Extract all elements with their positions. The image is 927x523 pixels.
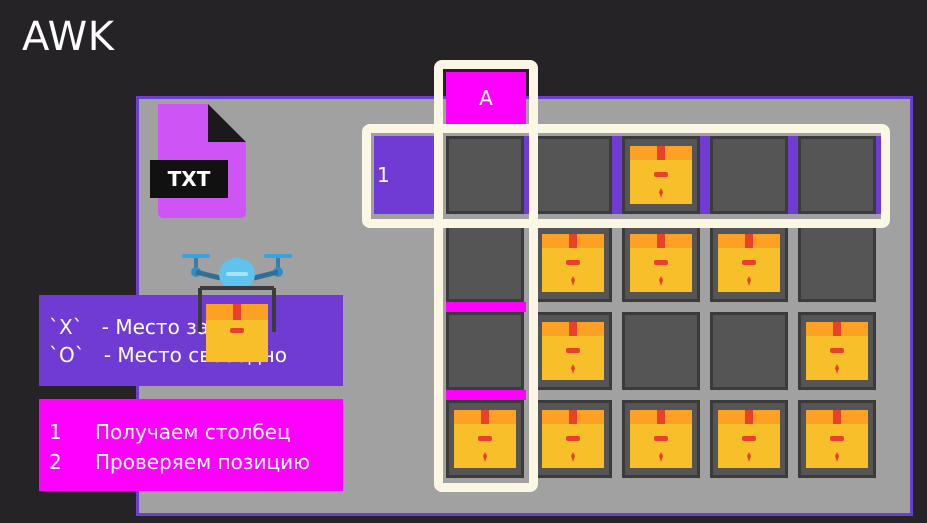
grid-cell-r2-c4 (710, 224, 788, 302)
file-type-label: TXT (168, 167, 211, 191)
drone-icon (182, 254, 292, 362)
legend-box: `X` - Место за `O` - Место свободно (39, 295, 343, 386)
column-highlight (434, 60, 538, 492)
grid-cell-r1-c1 (446, 136, 524, 214)
column-header-a: A (446, 72, 526, 124)
grid-cell-r2-c2 (534, 224, 612, 302)
column-a-band-2 (446, 390, 526, 400)
grid-cell-r4-c5 (798, 400, 876, 478)
grid-cell-r1-c2 (534, 136, 612, 214)
grid-cell-r3-c2 (534, 312, 612, 390)
grid-cell-r4-c4 (710, 400, 788, 478)
grid-cell-r4-c1 (446, 400, 524, 478)
legend-item-x: `X` - Место за (49, 315, 210, 339)
slide-title: AWK (22, 14, 115, 60)
grid-cell-r4-c3 (622, 400, 700, 478)
grid-cell-r1-c3 (622, 136, 700, 214)
grid-cell-r1-c5 (798, 136, 876, 214)
grid-cell-r3-c3 (622, 312, 700, 390)
row-header-1: 1 (374, 136, 438, 214)
grid-cell-r2-c5 (798, 224, 876, 302)
grid-cell-r2-c3 (622, 224, 700, 302)
column-a-band-1 (446, 302, 526, 312)
grid-cell-r3-c4 (710, 312, 788, 390)
grid-cell-r3-c1 (446, 312, 524, 390)
grid-cell-r1-c4 (710, 136, 788, 214)
grid-cell-r4-c2 (534, 400, 612, 478)
row-highlight (362, 124, 890, 228)
drone-box-icon (206, 304, 268, 362)
grid-cell-r3-c5 (798, 312, 876, 390)
txt-file-icon: TXT (150, 104, 246, 218)
